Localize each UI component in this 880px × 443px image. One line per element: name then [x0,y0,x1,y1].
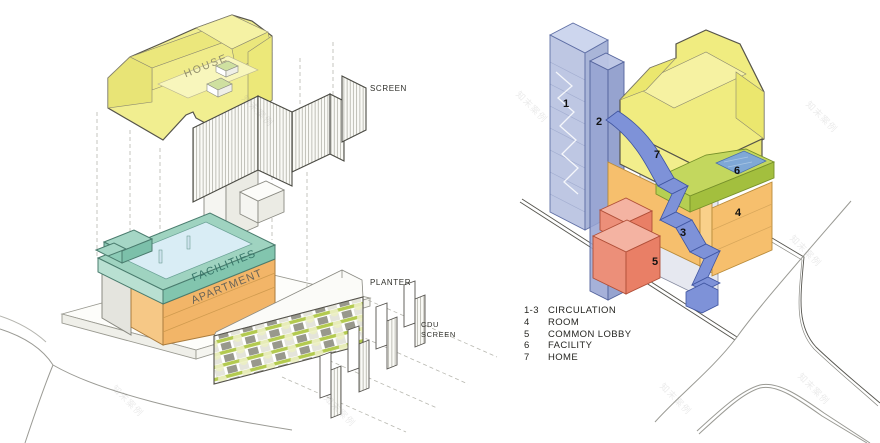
legend: 1-3 CIRCULATION 4 ROOM 5 COMMON LOBBY 6 … [524,305,631,364]
left-exploded-axon [0,14,498,443]
cdu-screen-units [319,280,426,419]
callout-7: 7 [653,149,661,161]
legend-row: 7 HOME [524,352,631,364]
legend-row: 1-3 CIRCULATION [524,305,631,317]
legend-label: CIRCULATION [548,305,617,316]
callout-1: 1 [562,98,570,110]
callout-5: 5 [651,256,659,268]
legend-key: 7 [524,352,530,364]
legend-key: 5 [524,328,530,340]
stair-ribbon [605,110,721,314]
cdu-unit [347,325,370,393]
legend-row: 5 COMMON LOBBY [524,329,631,341]
legend-key: 1-3 [524,305,539,316]
legend-row: 6 FACILITY [524,340,631,352]
legend-label: FACILITY [548,340,593,352]
cdu-unit [319,351,342,419]
facilities-deck [94,212,277,305]
callout-4: 4 [734,207,742,219]
legend-label: HOME [548,352,579,364]
legend-label: ROOM [548,316,580,328]
legend-key: 6 [524,340,530,352]
callout-2: 2 [595,116,603,128]
cdu-unit [403,280,426,348]
left-site-roads [0,315,293,443]
right-assembled-axon [519,22,880,443]
common-lobby-block [591,197,662,295]
legend-row: 4 ROOM [524,317,631,329]
cdu-unit [375,302,398,370]
legend-label: COMMON LOBBY [548,328,632,340]
callout-6: 6 [733,165,741,177]
planter-wall [213,269,364,385]
callout-3: 3 [679,227,687,239]
legend-key: 4 [524,316,530,328]
screen-wall [192,75,367,203]
house-mass [107,14,273,141]
